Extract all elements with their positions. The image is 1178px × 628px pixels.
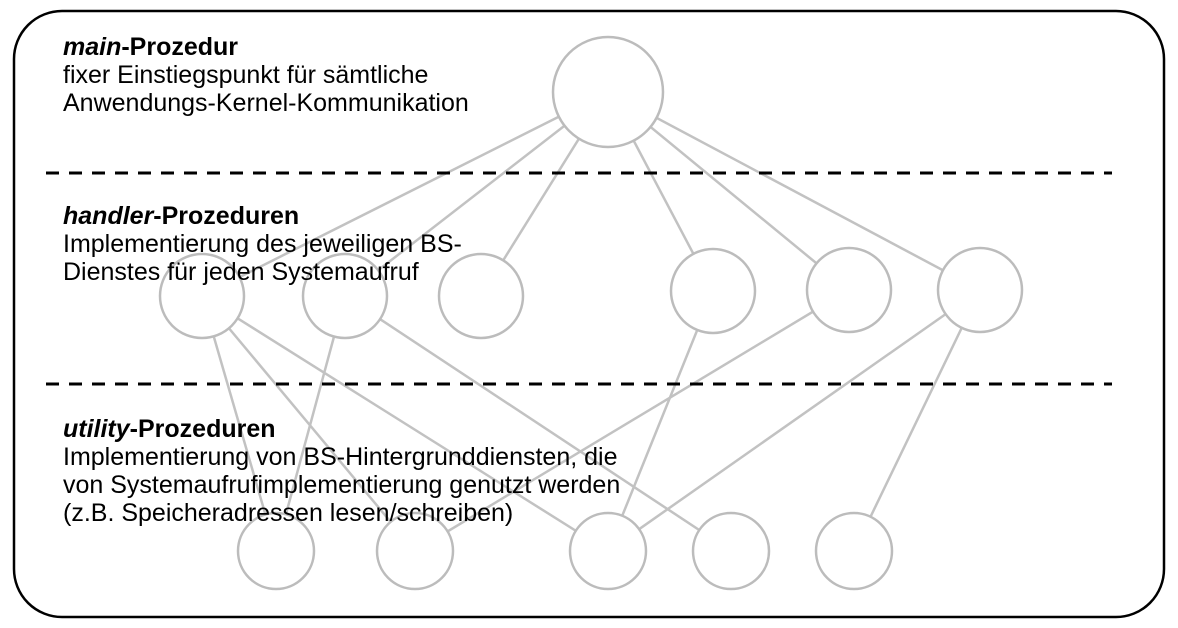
layer-label-main: main-Prozedur fixer Einstiegspunkt für s…: [63, 33, 469, 117]
layer-desc-line: Anwendungs-Kernel-Kommunikation: [63, 89, 469, 117]
layer-label-handler: handler-Prozeduren Implementierung des j…: [63, 202, 462, 286]
handler-procedure-node-h4: [669, 247, 757, 335]
edges-group: [200, 90, 982, 553]
layer-title-utility-italic: utility: [63, 415, 130, 443]
main-procedure-node-main: [551, 35, 665, 149]
layer-desc-line: von Systemaufrufimplementierung genutzt …: [63, 471, 621, 499]
edge-h6-u3: [607, 288, 981, 553]
utility-procedure-node-u2: [375, 511, 455, 591]
layer-title-main-rest: -Prozedur: [121, 33, 239, 61]
handler-procedure-node-h6: [936, 246, 1024, 334]
handler-procedure-node-h2: [301, 252, 389, 340]
layer-desc-line: (z.B. Speicheradressen lesen/schreiben): [63, 499, 514, 527]
frame-border: [12, 9, 1166, 619]
handler-procedure-node-h5: [805, 246, 893, 334]
edge-h1-u2: [201, 295, 416, 552]
layer-title-main: main-Prozedur: [63, 33, 469, 61]
utility-procedure-node-u1: [236, 511, 316, 591]
layer-title-utility-rest: -Prozeduren: [129, 415, 276, 443]
edge-main-h1: [201, 90, 609, 298]
utility-procedure-node-u4: [691, 511, 771, 591]
separators-group: [46, 171, 1112, 386]
layer-desc-line: fixer Einstiegspunkt für sämtliche: [63, 61, 429, 89]
layer-desc-line: Implementierung von BS-Hintergrunddienst…: [63, 443, 618, 471]
layer-title-main-italic: main: [63, 33, 122, 61]
edge-h1-u1: [200, 295, 278, 552]
layer-title-handler-italic: handler: [63, 202, 154, 230]
edge-main-h6: [607, 90, 981, 292]
utility-procedure-node-u5: [814, 511, 894, 591]
utility-procedure-node-u3: [568, 511, 648, 591]
handler-procedure-node-h3: [437, 252, 525, 340]
layer-desc-line: Implementierung des jeweiligen BS-: [63, 230, 462, 258]
edge-h4-u3: [606, 290, 715, 552]
edge-h5-u2: [414, 288, 850, 553]
handler-procedure-node-h1: [158, 252, 246, 340]
layer-title-utility: utility-Prozeduren: [63, 415, 620, 443]
edge-h1-u3: [201, 294, 609, 553]
edge-h2-u1: [274, 295, 347, 552]
layer-desc-line: Dienstes für jeden Systemaufruf: [63, 258, 419, 286]
layer-label-utility: utility-Prozeduren Implementierung von B…: [63, 415, 620, 527]
layer-title-handler: handler-Prozeduren: [63, 202, 462, 230]
layer-title-handler-rest: -Prozeduren: [153, 202, 300, 230]
edge-h6-u5: [852, 289, 982, 552]
nodes-group: [158, 35, 1024, 591]
